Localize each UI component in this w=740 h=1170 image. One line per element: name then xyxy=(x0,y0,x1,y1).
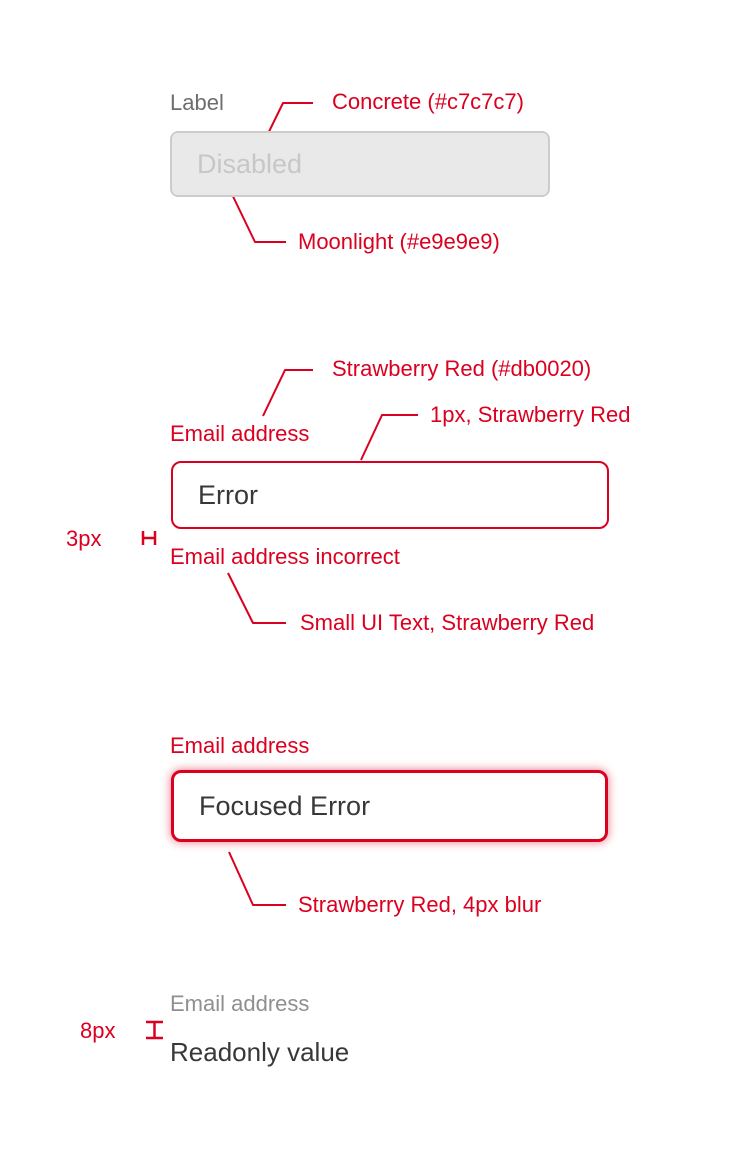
callout-small-ui-text: Small UI Text, Strawberry Red xyxy=(300,610,595,635)
focused-error-input[interactable] xyxy=(171,770,608,842)
callout-glow-blur-text: Strawberry Red, 4px blur xyxy=(298,892,542,917)
error-message: Email address incorrect xyxy=(170,544,400,569)
callout-line-border-1px xyxy=(360,414,418,461)
callout-moonlight-text: Moonlight (#e9e9e9) xyxy=(298,229,500,254)
readonly-field-label: Email address xyxy=(170,991,310,1016)
callout-line-strawberry-red xyxy=(262,369,313,417)
callout-line-small-ui-text xyxy=(227,572,286,624)
gap-marker-8px-icon xyxy=(146,1020,163,1040)
callout-line-glow-blur xyxy=(228,851,286,906)
disabled-field-label: Label xyxy=(170,90,224,115)
callout-border-1px-text: 1px, Strawberry Red xyxy=(430,402,631,427)
gap-marker-3px-icon xyxy=(141,531,157,545)
callout-concrete-text: Concrete (#c7c7c7) xyxy=(332,89,524,114)
disabled-input xyxy=(170,131,550,197)
gap-8px-label: 8px xyxy=(80,1018,116,1043)
error-field-label: Email address xyxy=(170,421,310,446)
gap-3px-label: 3px xyxy=(66,526,102,551)
focused-error-field-label: Email address xyxy=(170,733,310,758)
readonly-value: Readonly value xyxy=(170,1037,350,1067)
error-input[interactable] xyxy=(171,461,609,529)
callout-strawberry-red-text: Strawberry Red (#db0020) xyxy=(332,356,592,381)
